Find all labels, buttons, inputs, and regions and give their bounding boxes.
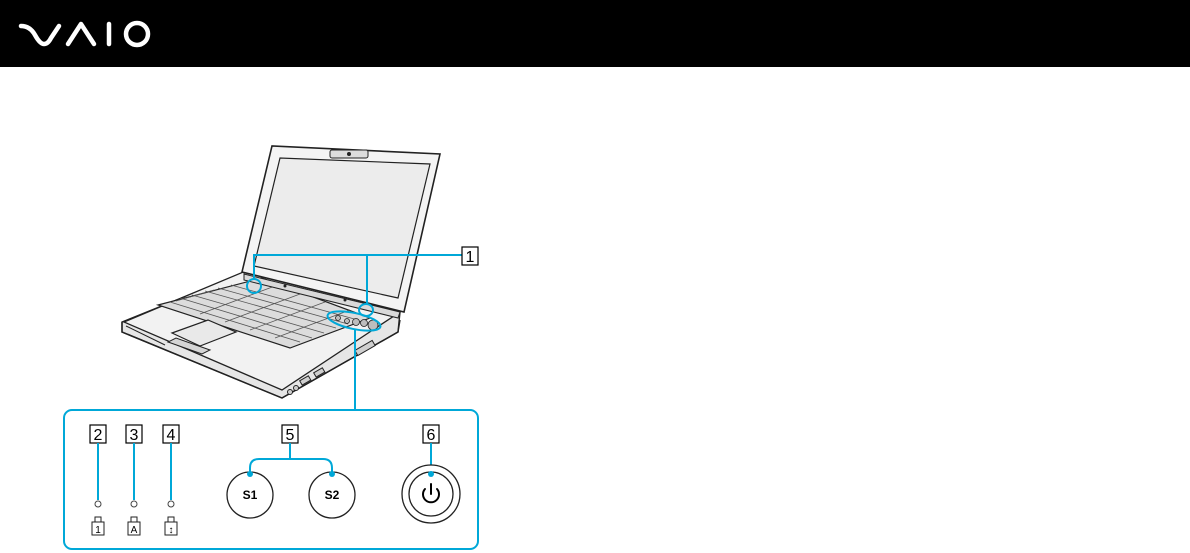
- laptop-diagram: 1 2 1 3 A 4 ↕ 5: [0, 67, 1190, 553]
- vaio-logo: [18, 16, 158, 52]
- header-bar: [0, 0, 1190, 67]
- svg-text:A: A: [131, 525, 138, 536]
- svg-text:2: 2: [94, 427, 103, 444]
- svg-text:S2: S2: [325, 488, 340, 502]
- svg-text:S1: S1: [243, 488, 258, 502]
- svg-text:4: 4: [167, 427, 176, 444]
- svg-text:3: 3: [130, 427, 139, 444]
- power-button: [402, 465, 460, 523]
- svg-text:↕: ↕: [169, 525, 174, 536]
- caps-lock-icon: A: [128, 517, 140, 536]
- svg-text:5: 5: [286, 427, 295, 444]
- svg-text:6: 6: [427, 427, 436, 444]
- num-lock-icon: 1: [92, 517, 104, 536]
- callout-4: 4: [163, 425, 179, 507]
- svg-text:1: 1: [95, 525, 101, 536]
- svg-text:1: 1: [466, 249, 475, 266]
- callout-5: 5: [250, 425, 332, 474]
- s2-button: S2: [309, 471, 355, 518]
- callout-3: 3: [126, 425, 142, 507]
- callout-2: 2: [90, 425, 106, 507]
- callout-1: 1: [462, 247, 478, 266]
- s1-button: S1: [227, 471, 273, 518]
- laptop-illustration: [122, 146, 440, 398]
- scroll-lock-icon: ↕: [165, 517, 177, 536]
